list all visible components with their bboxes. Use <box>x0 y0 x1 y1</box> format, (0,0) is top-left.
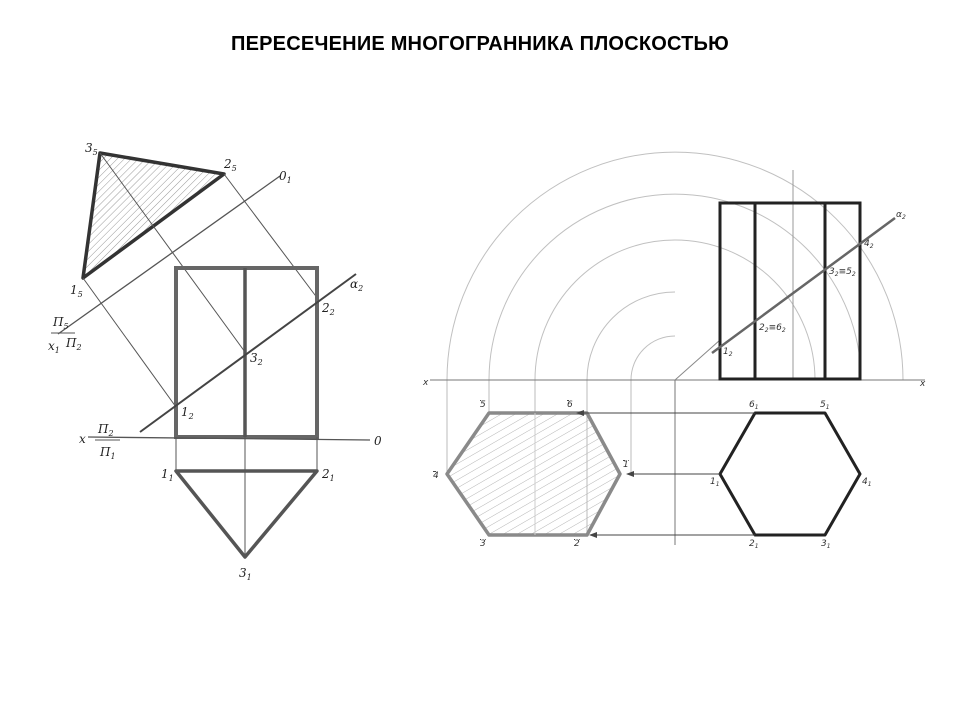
label-2-2: 22 <box>321 301 335 317</box>
rotation-arc-3 <box>534 239 816 381</box>
label-r-4-2: 42 <box>864 239 874 250</box>
label-r-2-2-eq: 22≡62 <box>759 323 786 334</box>
label-true-6: 6 <box>567 400 573 410</box>
hex-prism-front-rect <box>718 201 862 381</box>
label-r-3-1: 31 <box>821 539 831 550</box>
link-line-1 <box>82 277 177 408</box>
axis-x1-o1 <box>57 175 281 335</box>
label-3-1: 31 <box>239 566 252 582</box>
prism-top-triangle <box>174 469 319 559</box>
label-true-1: 1 <box>623 460 629 470</box>
left-labels: 35 25 15 01 Π5 x1 Π2 α2 22 32 12 x 0 Π2 … <box>48 141 382 582</box>
cutting-plane-alpha-right <box>711 216 896 355</box>
section-true-shape <box>81 151 226 280</box>
label-r-1-1: 11 <box>710 477 720 488</box>
label-r-2-1: 21 <box>749 539 759 550</box>
label-true-3: 3 <box>480 539 486 549</box>
hex-top-view <box>718 411 862 537</box>
slide-title: ПЕРЕСЕЧЕНИЕ МНОГОГРАННИКА ПЛОСКОСТЬЮ <box>231 33 729 55</box>
label-pi5: Π5 <box>52 315 69 331</box>
label-r-alpha2: α2 <box>896 210 906 221</box>
label-2-5: 25 <box>223 157 237 173</box>
label-true-4: 4 <box>433 471 439 481</box>
label-r-x-right: x <box>919 379 926 389</box>
label-r-1-2: 12 <box>723 347 733 358</box>
label-2-1: 21 <box>321 467 335 483</box>
label-1-2: 12 <box>181 405 194 421</box>
label-r-4-1: 41 <box>862 477 872 488</box>
label-true-2: 2 <box>574 539 580 549</box>
rotation-arc-5 <box>446 151 904 381</box>
link-line-2 <box>223 173 319 300</box>
label-1-5: 15 <box>70 283 83 299</box>
right-labels: α2 42 32≡52 22≡62 12 x x 5 6 4 1 3 2 61 … <box>422 210 926 550</box>
label-x1: x1 <box>48 339 60 355</box>
label-3-5: 35 <box>85 141 98 157</box>
label-r-3-2-eq: 32≡52 <box>829 267 856 278</box>
label-r-6-1: 61 <box>749 400 759 411</box>
label-pi1: Π1 <box>99 445 116 461</box>
rotation-arc-2 <box>586 291 676 381</box>
label-o1: 01 <box>279 169 292 185</box>
left-drawing <box>57 151 371 559</box>
axis-x-0 <box>87 436 371 441</box>
label-r-5-1: 51 <box>820 400 830 411</box>
label-r-x-left: x <box>422 378 429 388</box>
cutting-plane-alpha <box>139 273 357 433</box>
right-drawing <box>430 151 925 545</box>
rotation-arc-4 <box>488 193 862 381</box>
label-1-1: 11 <box>161 467 174 483</box>
label-pi2-small: Π2 <box>65 336 82 352</box>
label-pi2: Π2 <box>97 422 114 438</box>
section-true-shape-hex <box>445 411 622 537</box>
label-true-5: 5 <box>480 400 486 410</box>
label-alpha2: α2 <box>350 277 363 293</box>
axis-diagonal <box>674 339 721 381</box>
label-x: x <box>79 432 86 446</box>
label-0: 0 <box>374 434 382 448</box>
rotation-arc-1 <box>630 335 676 381</box>
label-3-2: 32 <box>250 351 263 367</box>
